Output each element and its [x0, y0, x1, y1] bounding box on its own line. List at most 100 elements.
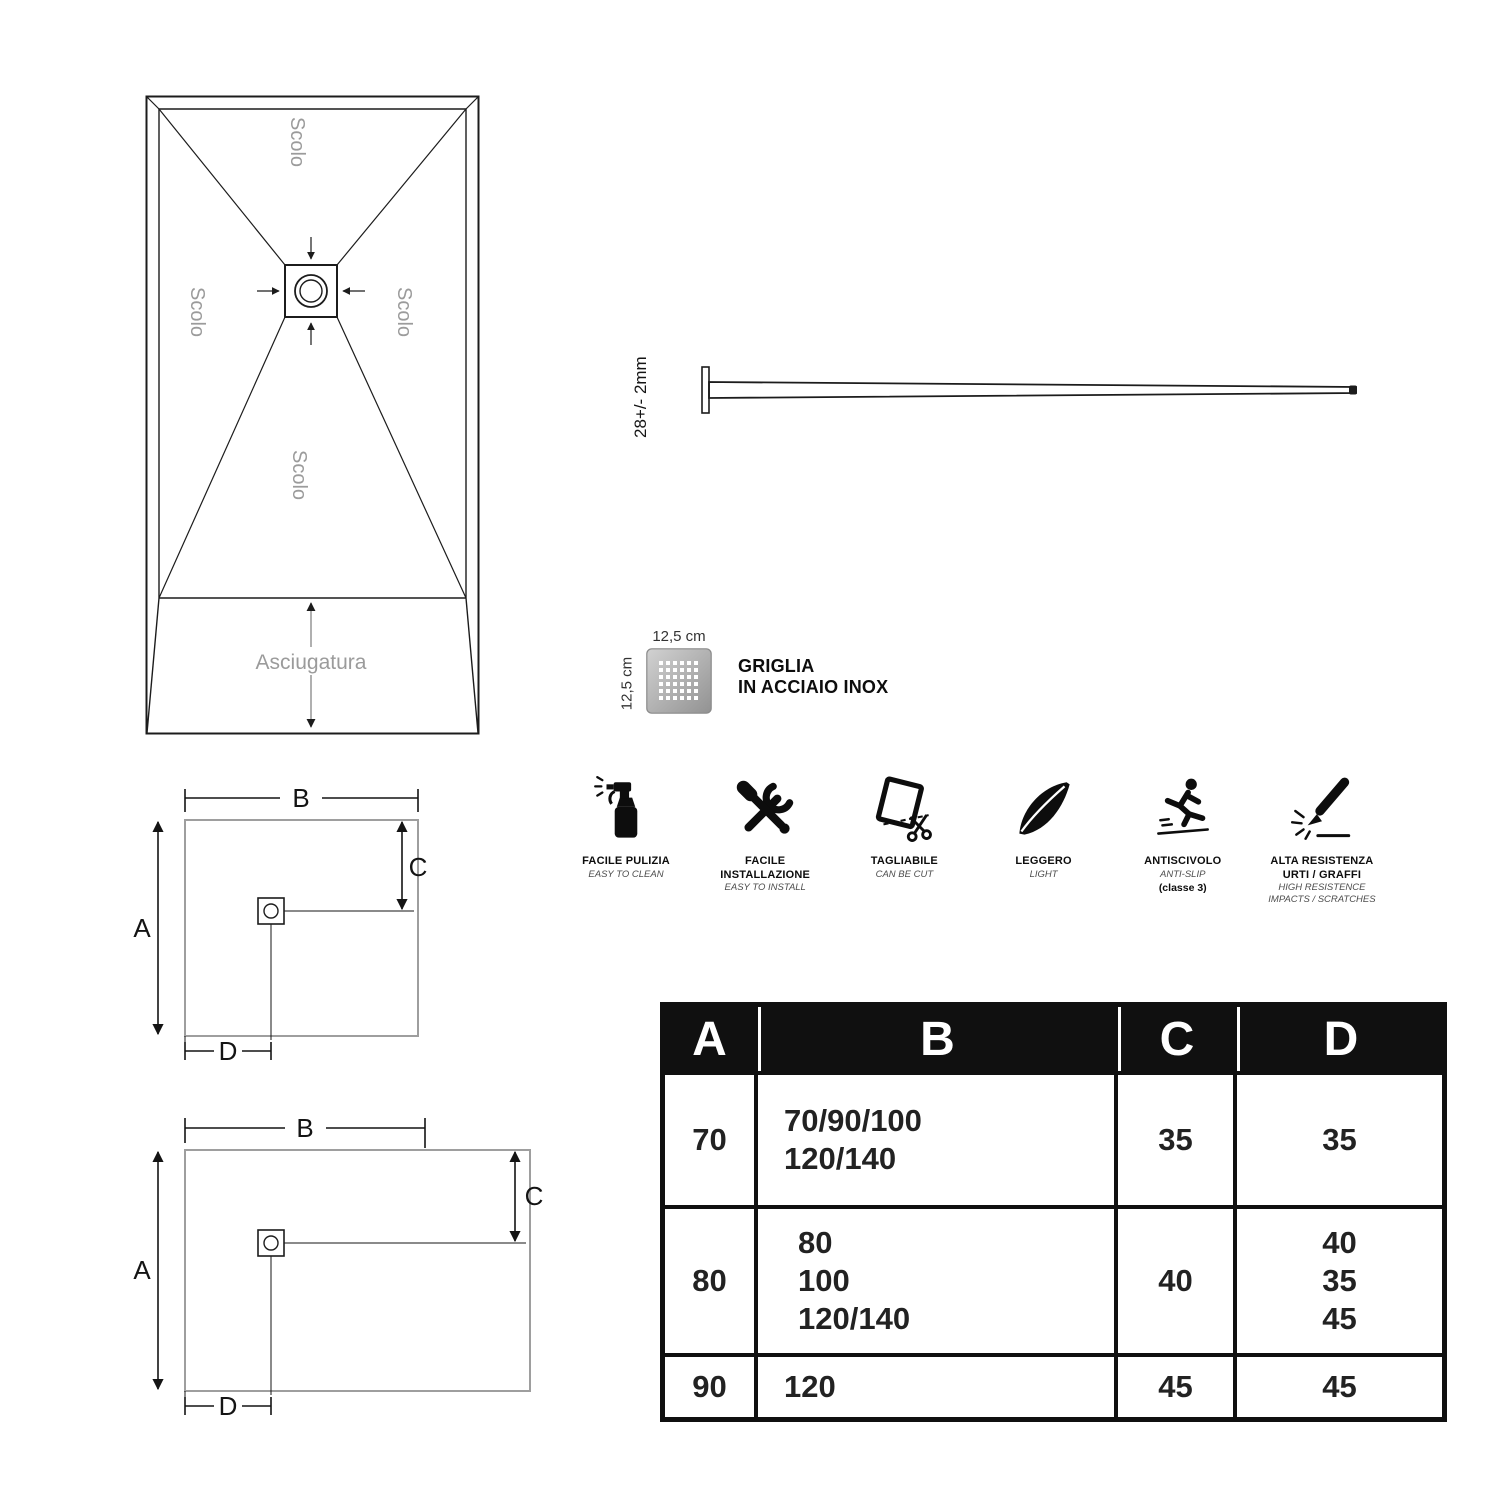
cuttable-icon: [876, 776, 933, 842]
cell-value: 40: [1158, 1263, 1193, 1298]
dim-d-label: D: [219, 1036, 238, 1066]
cell-d: 40 35 45: [1237, 1205, 1442, 1353]
cell-value: 45: [1322, 1301, 1357, 1336]
profile-drawing: 28+/- 2mm: [631, 356, 1357, 438]
features-row: FACILE PULIZIA EASY TO CLEAN FACILE INST…: [560, 772, 1388, 907]
scolo-label-bottom: Scolo: [288, 450, 310, 500]
table-header-c: C: [1118, 1007, 1237, 1071]
drain: [257, 1229, 285, 1257]
feature-subtitle: EASY TO INSTALL: [724, 882, 806, 893]
cell-value: 80: [692, 1263, 727, 1298]
dim-a-label: A: [133, 913, 151, 943]
feature-cuttable: TAGLIABILE CAN BE CUT: [838, 772, 970, 907]
drain: [257, 237, 365, 345]
grille-title-line1: GRIGLIA: [738, 656, 815, 676]
cell-value: 70: [692, 1122, 727, 1157]
cell-a: 70: [665, 1071, 758, 1205]
cell-value: 120/140: [784, 1141, 897, 1176]
grille-block: 12,5 cm 12,5 cm GRIGLIA IN ACCIAIO INOX: [618, 628, 1038, 753]
dimension-lines: [152, 789, 419, 1060]
grille-title: GRIGLIA IN ACCIAIO INOX: [738, 656, 888, 698]
dim-b-label: B: [292, 783, 309, 813]
feature-caption: ALTA RESISTENZA URTI / GRAFFI HIGH RESIS…: [1268, 855, 1375, 907]
tray-outline: [145, 95, 480, 735]
feature-caption: TAGLIABILE CAN BE CUT: [871, 855, 938, 882]
feature-subtitle: ANTI-SLIP: [1160, 868, 1206, 880]
tray-outline: [184, 1149, 531, 1392]
feature-title: ALTA RESISTENZA: [1270, 855, 1374, 867]
tray-outline: [184, 819, 419, 1037]
feature-subtitle2: IMPACTS / SCRATCHES: [1268, 893, 1376, 905]
spray-bottle-icon: [594, 776, 638, 838]
rect-dimension-diagram: B A C D: [133, 1113, 544, 1421]
cell-c: 40: [1118, 1205, 1237, 1353]
feature-caption: FACILE INSTALLAZIONE EASY TO INSTALL: [699, 855, 831, 896]
scissors-glyph: [907, 814, 933, 842]
dim-d-label: D: [219, 1391, 238, 1421]
feature-subtitle: CAN BE CUT: [875, 868, 934, 880]
cell-a: 90: [665, 1353, 758, 1417]
cell-b: 70/90/100 120/140: [758, 1071, 1118, 1205]
square-dimension-diagram: B A C D: [133, 783, 427, 1066]
feature-title: FACILE INSTALLAZIONE: [720, 855, 811, 881]
feature-anti-slip: ANTISCIVOLO ANTI-SLIP (classe 3): [1117, 772, 1249, 907]
feature-easy-install: FACILE INSTALLAZIONE EASY TO INSTALL: [699, 772, 831, 907]
cell-d: 35: [1237, 1071, 1442, 1205]
grille-height-label: 12,5 cm: [618, 656, 636, 711]
feature-note: (classe 3): [1158, 882, 1207, 894]
feature-title: ANTISCIVOLO: [1144, 855, 1222, 867]
dim-b-label: B: [296, 1113, 313, 1143]
cell-b: 120: [758, 1353, 1118, 1417]
feature-title: FACILE PULIZIA: [582, 855, 670, 867]
feature-caption: ANTISCIVOLO ANTI-SLIP (classe 3): [1144, 855, 1221, 895]
grille-icon: [646, 648, 712, 714]
asciugatura-label: Asciugatura: [256, 651, 367, 674]
cell-value: 100: [798, 1263, 850, 1298]
cell-value: 120: [784, 1369, 836, 1404]
table-header-d: D: [1237, 1007, 1442, 1071]
dimension-lines: [152, 1118, 521, 1415]
feature-subtitle: LIGHT: [1029, 868, 1058, 880]
feature-caption: LEGGERO LIGHT: [1015, 855, 1071, 882]
cell-value: 70/90/100: [784, 1103, 922, 1138]
cell-value: 35: [1322, 1122, 1357, 1157]
cell-d: 45: [1237, 1353, 1442, 1417]
cell-a: 80: [665, 1205, 758, 1353]
dim-c-label: C: [525, 1181, 544, 1211]
scratch-resistant-icon: [1290, 777, 1351, 840]
drying-area-arrow: [248, 602, 374, 728]
grille-title-line2: IN ACCIAIO INOX: [738, 677, 889, 697]
cell-b: 80 100 120/140: [758, 1205, 1118, 1353]
feature-light: LEGGERO LIGHT: [978, 772, 1110, 907]
feature-scratch-resistant: ALTA RESISTENZA URTI / GRAFFI HIGH RESIS…: [1256, 772, 1388, 907]
scolo-label-right: Scolo: [393, 287, 415, 337]
profile-shape: [701, 366, 1357, 414]
cell-value: 45: [1158, 1369, 1193, 1404]
thickness-label: 28+/- 2mm: [631, 356, 650, 438]
scolo-label-left: Scolo: [186, 287, 208, 337]
cell-c: 45: [1118, 1353, 1237, 1417]
cell-value: 40: [1322, 1225, 1357, 1260]
cell-value: 35: [1322, 1263, 1357, 1298]
feature-title2: URTI / GRAFFI: [1282, 868, 1362, 881]
anti-slip-icon: [1156, 778, 1209, 835]
feather-icon: [1018, 782, 1070, 835]
table-header-b: B: [758, 1007, 1118, 1071]
feature-title: LEGGERO: [1015, 855, 1072, 867]
cell-value: 80: [798, 1225, 833, 1260]
extension-lines: [184, 1242, 526, 1397]
dim-a-label: A: [133, 1255, 151, 1285]
grille-width-label: 12,5 cm: [652, 628, 706, 645]
feature-easy-clean: FACILE PULIZIA EASY TO CLEAN: [560, 772, 692, 907]
size-table: A B C D 70 70/90/100 120/140 35 35 80 80…: [660, 1002, 1447, 1422]
extension-lines: [184, 910, 414, 1042]
feature-subtitle: HIGH RESISTENCE: [1278, 882, 1366, 893]
feature-subtitle: EASY TO CLEAN: [588, 868, 664, 880]
cell-value: 45: [1322, 1369, 1357, 1404]
feature-title: TAGLIABILE: [870, 855, 938, 867]
table-header-a: A: [665, 1007, 758, 1071]
feature-caption: FACILE PULIZIA EASY TO CLEAN: [582, 855, 670, 882]
cell-value: 120/140: [798, 1301, 911, 1336]
cell-c: 35: [1118, 1071, 1237, 1205]
